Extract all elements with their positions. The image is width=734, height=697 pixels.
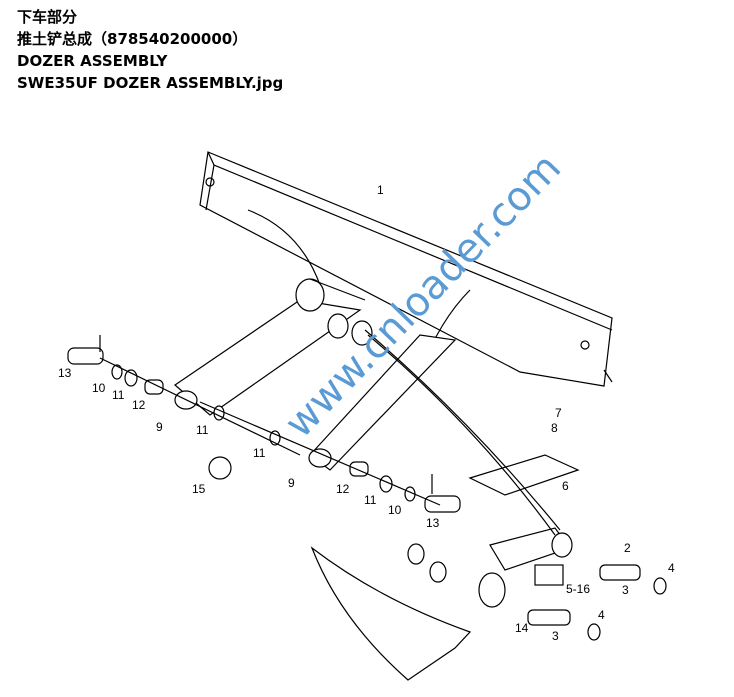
callout-label: 11 — [364, 493, 377, 507]
callout-label: 3 — [622, 583, 629, 597]
callout-label: 15 — [192, 482, 206, 496]
callout-label: 13 — [58, 366, 72, 380]
cylinder-and-bracket — [364, 329, 667, 641]
callout-label: 8 — [551, 421, 558, 435]
bucket-edge — [310, 543, 472, 681]
assembly-title-en: DOZER ASSEMBLY — [17, 52, 168, 70]
callout-label: 11 — [253, 446, 266, 460]
assembly-title: 推土铲总成（878540200000） — [17, 30, 248, 48]
callout-label: 2 — [624, 541, 631, 555]
callout-label: 10 — [388, 503, 402, 517]
callout-label: 12 — [132, 398, 146, 412]
pins-and-bushings — [67, 335, 461, 513]
dozer-blade — [199, 151, 613, 387]
callout-label: 6 — [562, 479, 569, 493]
callout-label: 13 — [426, 516, 440, 530]
callout-label: 11 — [112, 388, 125, 402]
callout-label: 5-16 — [566, 582, 590, 596]
callout-label: 9 — [288, 476, 295, 490]
section-title: 下车部分 — [17, 8, 78, 26]
callout-label: 4 — [598, 608, 605, 622]
callout-label: 14 — [515, 621, 529, 635]
callout-label: 7 — [555, 406, 562, 420]
file-name: SWE35UF DOZER ASSEMBLY.jpg — [17, 74, 284, 92]
callout-label: 9 — [156, 420, 163, 434]
callout-label: 4 — [668, 561, 675, 575]
callout-label: 12 — [336, 482, 350, 496]
header: 下车部分 推土铲总成（878540200000） DOZER ASSEMBLY … — [17, 6, 283, 94]
callout-label: 11 — [196, 423, 209, 437]
callout-label: 10 — [92, 381, 106, 395]
callout-label: 3 — [552, 629, 559, 643]
callout-label: 1 — [377, 183, 384, 197]
